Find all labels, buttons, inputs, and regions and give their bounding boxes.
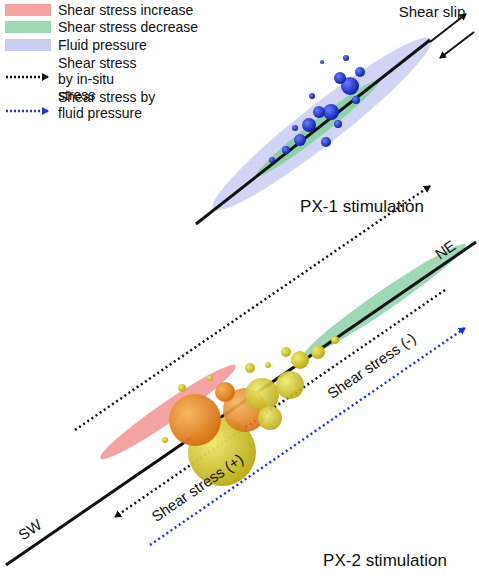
px2-figure: [6, 186, 476, 565]
legend-sample: [6, 110, 48, 113]
legend-swatch: [5, 21, 51, 33]
legend-sample: [6, 76, 48, 79]
legend-swatch: [5, 39, 51, 51]
px1-figure: [196, 14, 474, 225]
text-label: PX-2 stimulation: [323, 552, 447, 570]
text-label: Shear slip: [399, 3, 466, 21]
legend-swatch: [5, 4, 51, 16]
legend-text: Shear stress decrease: [58, 19, 258, 35]
text-label: PX-1 stimulation: [300, 198, 424, 216]
legend-text: Shear stress increase: [58, 2, 258, 18]
legend-text: Fluid pressure: [58, 37, 258, 53]
legend-text: Shear stress by fluid pressure: [58, 89, 162, 121]
